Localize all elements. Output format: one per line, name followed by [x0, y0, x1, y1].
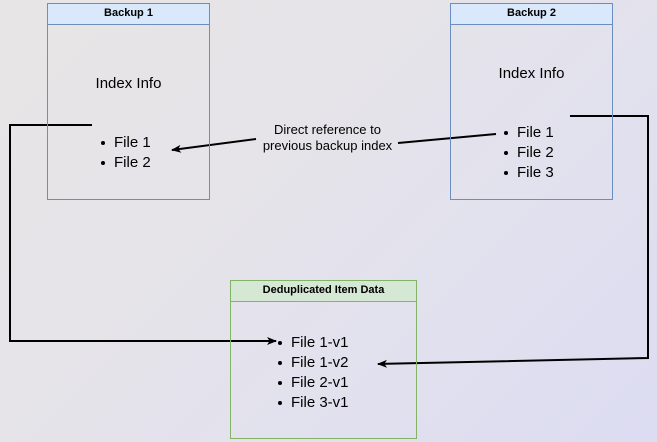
list-item: File 2-v1 [275, 373, 349, 393]
node-backup-2[interactable]: Backup 2 Index Info File 1 File 2 File 3 [450, 3, 613, 200]
node-backup-1-header: Backup 1 [48, 4, 209, 25]
list-item: File 1-v1 [275, 333, 349, 353]
edge-label-line-2: previous backup index [262, 138, 393, 153]
node-backup-2-body: Index Info File 1 File 2 File 3 [451, 25, 612, 199]
list-item: File 1 [98, 133, 151, 153]
node-backup-2-header: Backup 2 [451, 4, 612, 25]
node-deduplicated-body: File 1-v1 File 1-v2 File 2-v1 File 3-v1 [231, 302, 416, 438]
list-item: File 3 [501, 163, 554, 183]
list-item: File 2 [501, 143, 554, 163]
node-deduplicated-header: Deduplicated Item Data [231, 281, 416, 302]
edge-label-direct-reference: Direct reference to previous backup inde… [255, 122, 400, 154]
node-deduplicated-file-list: File 1-v1 File 1-v2 File 2-v1 File 3-v1 [275, 333, 349, 413]
node-deduplicated-item-data[interactable]: Deduplicated Item Data File 1-v1 File 1-… [230, 280, 417, 439]
node-backup-1-body: Index Info File 1 File 2 [48, 25, 209, 199]
node-backup-2-file-list: File 1 File 2 File 3 [501, 123, 554, 183]
edge-label-line-1: Direct reference to [274, 122, 381, 137]
list-item: File 1-v2 [275, 353, 349, 373]
node-backup-2-index-label: Index Info [498, 65, 565, 82]
node-backup-1-file-list: File 1 File 2 [98, 133, 151, 173]
node-backup-1-index-label: Index Info [95, 75, 162, 92]
node-backup-1[interactable]: Backup 1 Index Info File 1 File 2 [47, 3, 210, 200]
list-item: File 1 [501, 123, 554, 143]
list-item: File 2 [98, 153, 151, 173]
list-item: File 3-v1 [275, 393, 349, 413]
